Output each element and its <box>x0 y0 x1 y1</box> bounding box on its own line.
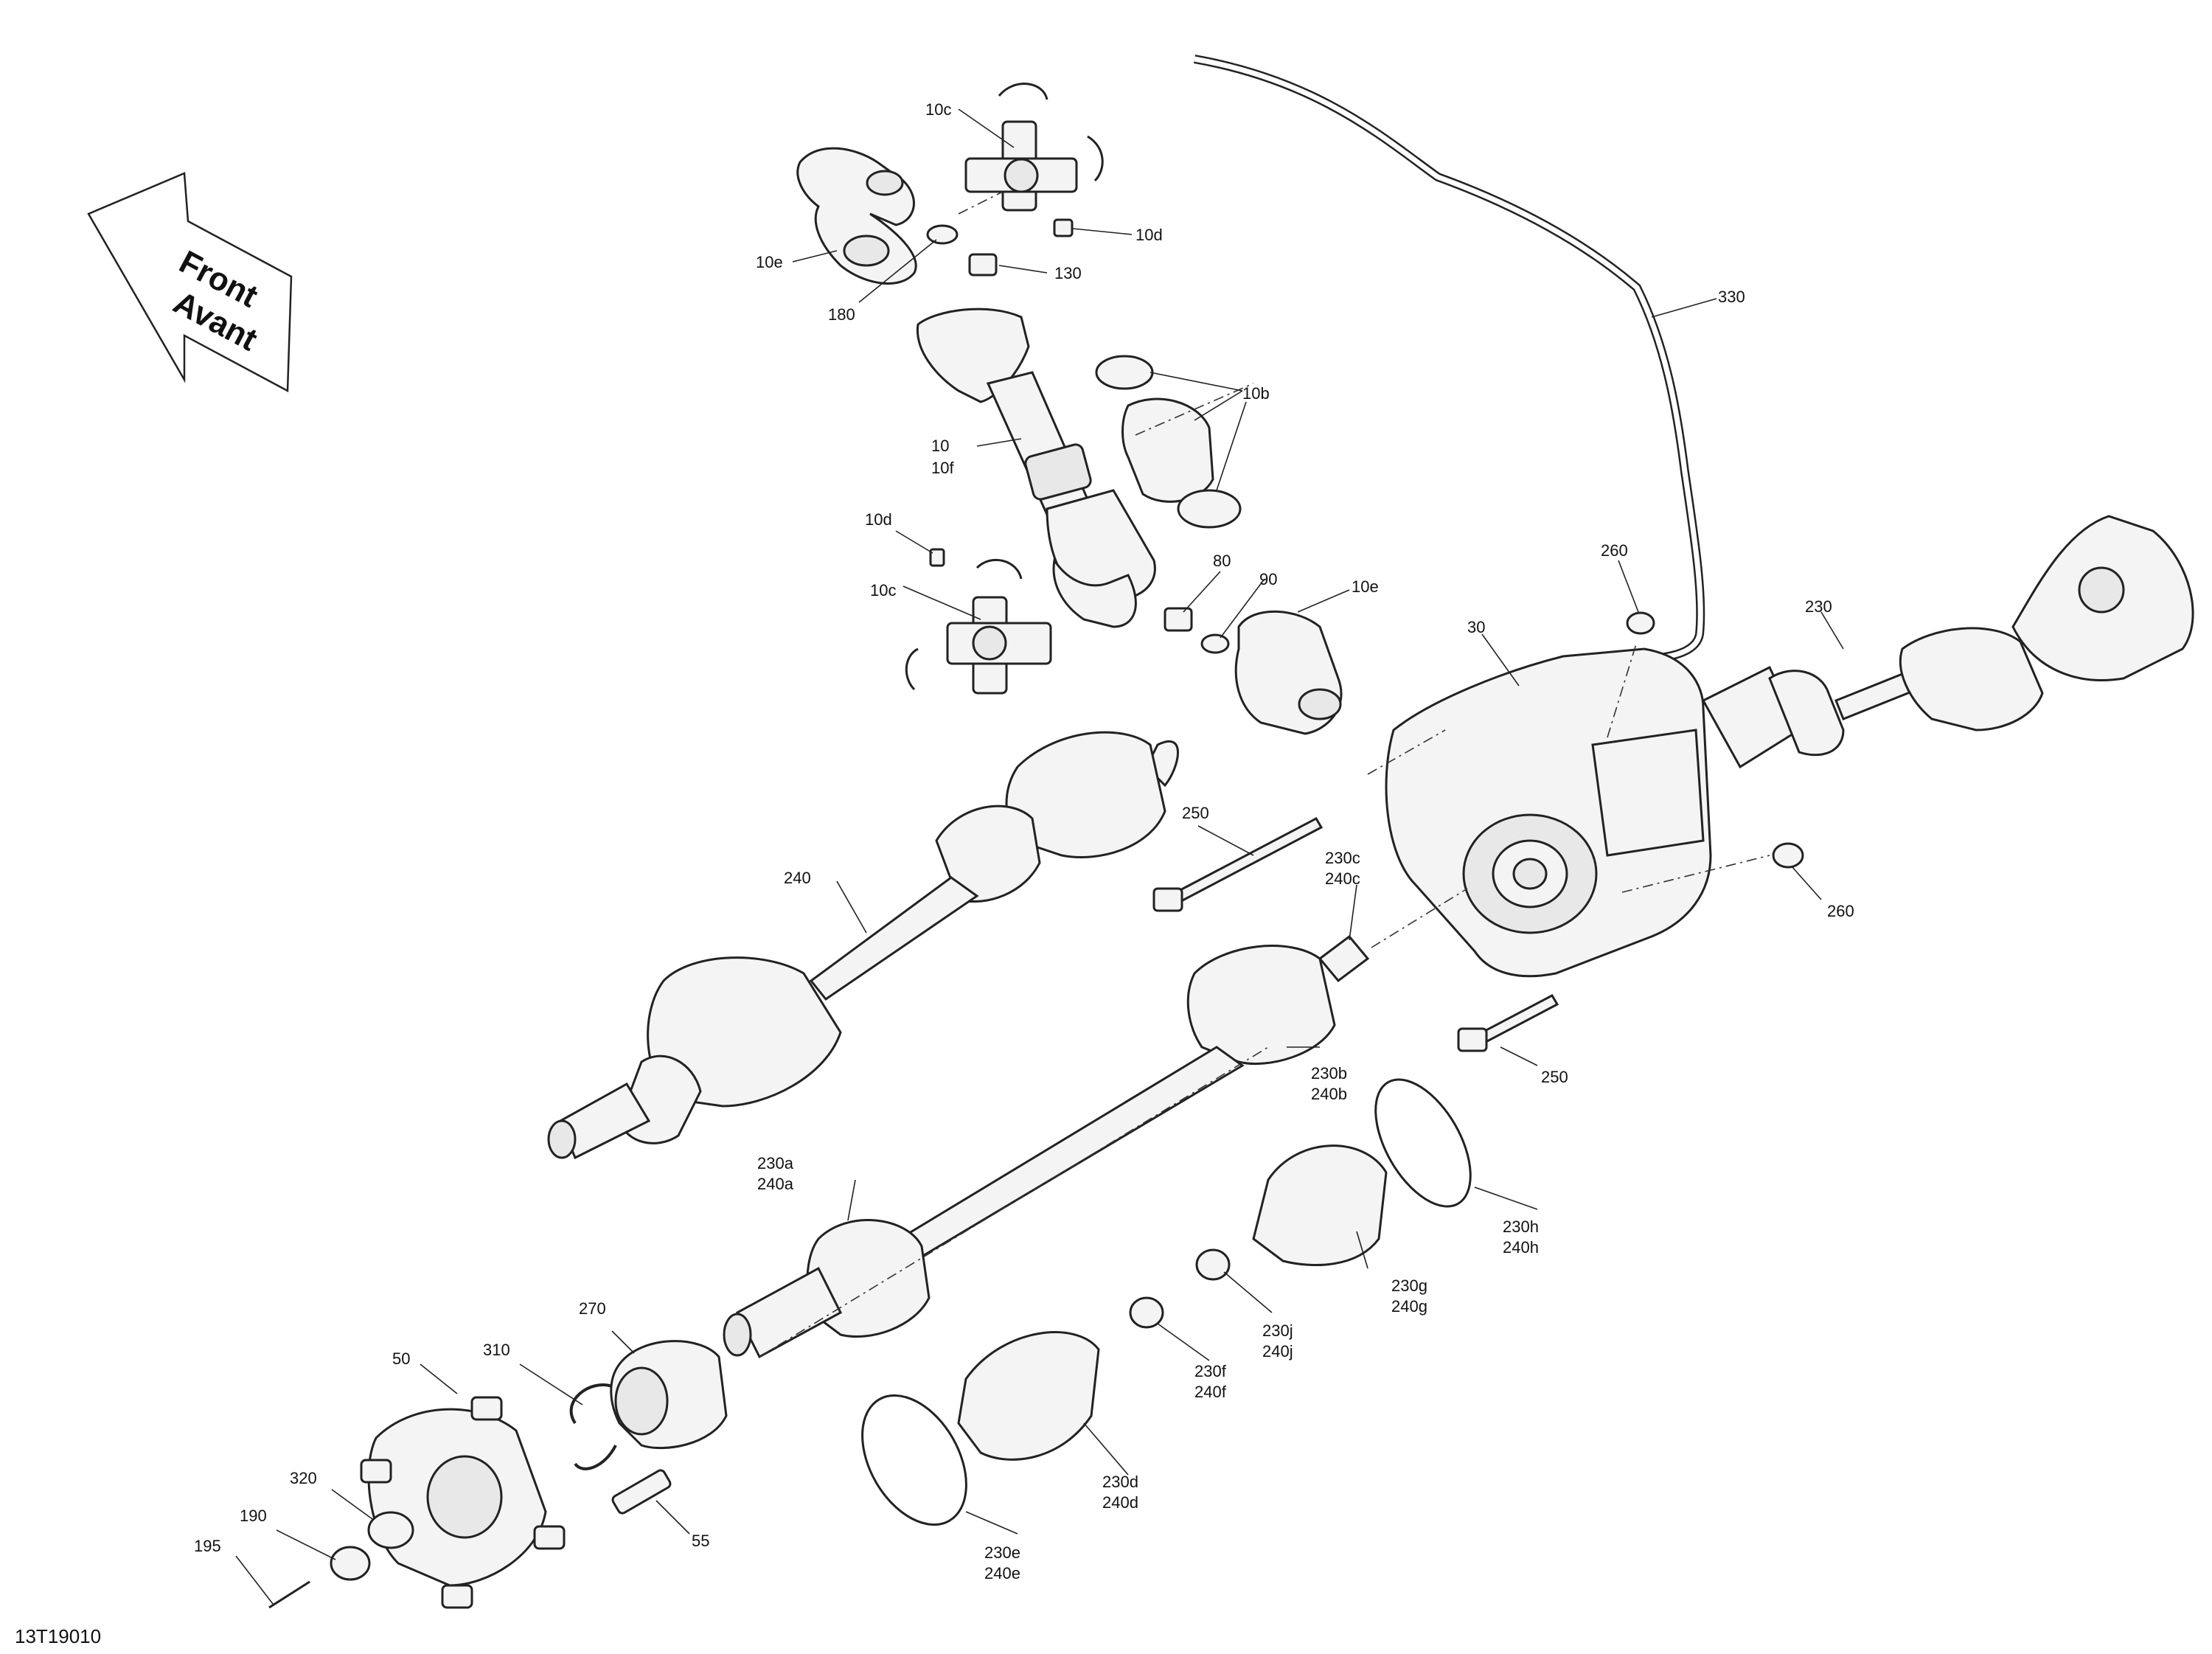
label-10c-mid: 10c <box>870 581 896 600</box>
label-240g: 240g <box>1391 1297 1427 1316</box>
bolt-250-bottom <box>1457 994 1559 1052</box>
label-195: 195 <box>194 1537 221 1555</box>
grease-fitting-top <box>1053 218 1074 237</box>
assembly-axis-lines <box>759 191 1770 1358</box>
part-labels: 10c 10d 10e 130 180 330 10b 10 10f 10d 1… <box>194 100 1854 1582</box>
label-230j: 230j <box>1262 1321 1293 1340</box>
label-50: 50 <box>392 1349 410 1368</box>
label-230f: 230f <box>1194 1362 1227 1380</box>
label-240f: 240f <box>1194 1383 1227 1401</box>
drive-shaft-240 <box>547 731 1179 1160</box>
retaining-ring-top <box>998 83 1104 182</box>
label-270: 270 <box>579 1299 606 1318</box>
bearing-270 <box>610 1340 728 1450</box>
label-320: 320 <box>290 1469 317 1487</box>
label-330: 330 <box>1718 288 1745 306</box>
front-direction-arrow: Front Avant <box>87 172 293 393</box>
front-differential <box>1385 647 1712 978</box>
label-260-top: 260 <box>1601 541 1628 560</box>
nut-260-top <box>1626 611 1655 635</box>
label-10e-top: 10e <box>756 253 783 271</box>
clamp-230f <box>1129 1296 1164 1329</box>
label-10: 10 <box>931 437 949 455</box>
figure-code: 13T19010 <box>15 1625 101 1647</box>
grease-fitting-mid <box>929 548 945 567</box>
yoke-10e-top <box>796 147 917 285</box>
label-80: 80 <box>1213 552 1231 570</box>
bolt-130 <box>968 253 998 277</box>
vent-tube <box>1193 55 1705 664</box>
clamp-230h <box>1374 1078 1472 1208</box>
castle-nut-190 <box>330 1546 371 1581</box>
label-230d: 230d <box>1102 1473 1138 1491</box>
label-230: 230 <box>1805 597 1832 616</box>
wheel-hub-50 <box>360 1396 566 1609</box>
boot-230d <box>957 1331 1100 1461</box>
label-10e-mid: 10e <box>1352 577 1379 596</box>
label-55: 55 <box>692 1532 709 1550</box>
label-230a: 230a <box>757 1154 794 1172</box>
stud-55 <box>611 1469 672 1515</box>
bolt-80 <box>1164 607 1193 632</box>
label-240e: 240e <box>984 1564 1020 1582</box>
cotter-pin-195 <box>268 1580 310 1609</box>
label-310: 310 <box>483 1341 510 1359</box>
label-180: 180 <box>828 305 855 324</box>
label-240b: 240b <box>1311 1085 1347 1103</box>
retaining-ring-310 <box>569 1383 617 1470</box>
boot-230g <box>1252 1144 1388 1267</box>
label-240h: 240h <box>1503 1238 1539 1257</box>
u-joint-cross-top <box>964 120 1078 212</box>
yoke-10e-mid <box>1234 610 1343 735</box>
label-240: 240 <box>784 869 811 887</box>
bolt-250-top <box>1152 817 1324 912</box>
label-230b: 230b <box>1311 1064 1347 1083</box>
propeller-shaft <box>916 307 1156 628</box>
label-240d: 240d <box>1102 1493 1138 1512</box>
label-260-bottom: 260 <box>1827 902 1854 920</box>
clamp-230e <box>861 1394 967 1526</box>
label-130: 130 <box>1054 264 1082 282</box>
label-240c: 240c <box>1325 869 1360 888</box>
label-230e: 230e <box>984 1543 1020 1562</box>
label-230h: 230h <box>1503 1217 1539 1236</box>
label-250-top: 250 <box>1182 804 1209 822</box>
label-30: 30 <box>1467 618 1485 636</box>
label-240a: 240a <box>757 1175 794 1193</box>
washer-180 <box>926 224 959 245</box>
label-250-bottom: 250 <box>1541 1068 1568 1086</box>
washer-320 <box>367 1511 414 1549</box>
label-10f: 10f <box>931 459 954 477</box>
label-10d-mid: 10d <box>865 510 892 529</box>
label-230c: 230c <box>1325 849 1360 867</box>
label-240j: 240j <box>1262 1342 1293 1361</box>
clamp-230j <box>1195 1248 1231 1281</box>
drive-shaft-230 <box>1701 515 2194 769</box>
label-190: 190 <box>240 1507 267 1525</box>
label-10c-top: 10c <box>925 100 951 119</box>
leader-lines <box>235 108 1844 1605</box>
label-10b: 10b <box>1242 384 1270 403</box>
label-10d-top: 10d <box>1135 226 1163 244</box>
washer-90 <box>1200 633 1230 654</box>
label-90: 90 <box>1259 570 1277 588</box>
nut-260-bottom <box>1772 842 1804 869</box>
label-230g: 230g <box>1391 1276 1427 1295</box>
drive-shaft-center <box>723 934 1370 1359</box>
u-joint-cross-mid <box>905 558 1052 695</box>
